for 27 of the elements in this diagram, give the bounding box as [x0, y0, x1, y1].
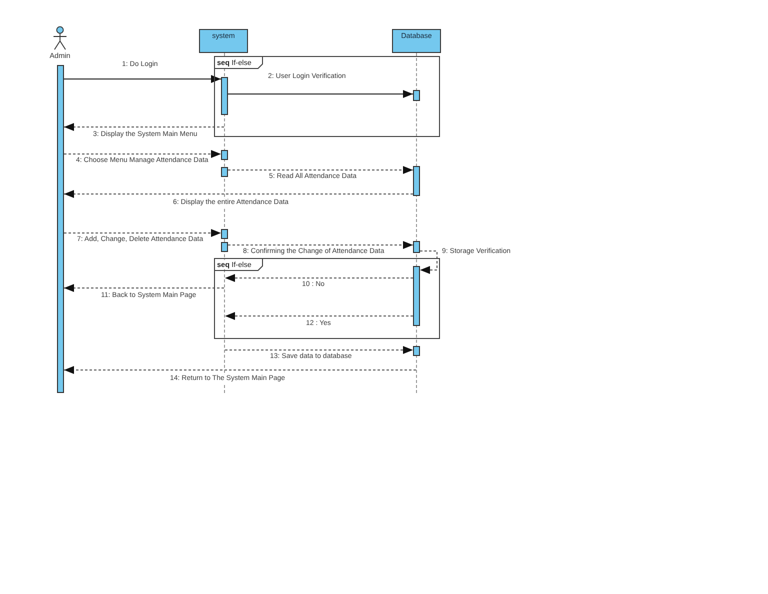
activation-bar — [221, 150, 228, 160]
activation-bar — [413, 90, 420, 101]
message-arrow — [224, 346, 414, 354]
message-arrow — [64, 123, 224, 131]
activation-bar — [413, 166, 420, 196]
activation-bar — [221, 167, 228, 177]
combined-fragment — [214, 258, 440, 339]
message-arrow — [224, 312, 414, 320]
activation-bar — [221, 242, 228, 252]
activation-bar — [221, 229, 228, 239]
activation-bar — [413, 241, 420, 253]
message-arrow — [64, 150, 222, 158]
message-arrow — [224, 274, 414, 282]
message-arrow — [64, 366, 416, 374]
message-arrow — [64, 190, 414, 198]
activation-bar — [221, 77, 228, 115]
message-arrow — [228, 241, 414, 249]
message-arrow — [64, 284, 224, 292]
activation-bar — [413, 266, 420, 326]
message-arrow — [420, 250, 438, 274]
message-arrow — [228, 90, 414, 98]
combined-fragment — [214, 56, 440, 137]
activation-bar — [413, 346, 420, 356]
message-arrow — [228, 166, 414, 174]
activation-bar — [57, 65, 64, 393]
message-arrow — [64, 229, 222, 237]
message-arrow — [64, 75, 222, 83]
